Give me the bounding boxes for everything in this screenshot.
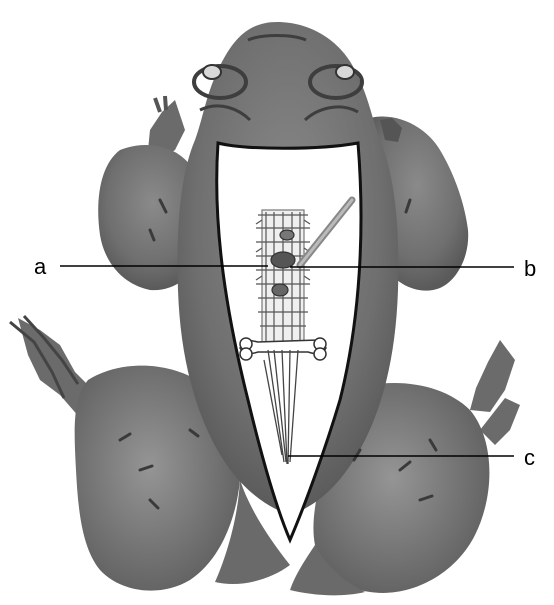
- left-eye-icon: [203, 65, 221, 79]
- spinal-cord-with-vertebrae: [256, 210, 310, 345]
- label-a: a: [34, 254, 47, 279]
- right-eye-icon: [336, 65, 354, 79]
- label-c: c: [524, 445, 535, 470]
- label-b: b: [524, 256, 536, 281]
